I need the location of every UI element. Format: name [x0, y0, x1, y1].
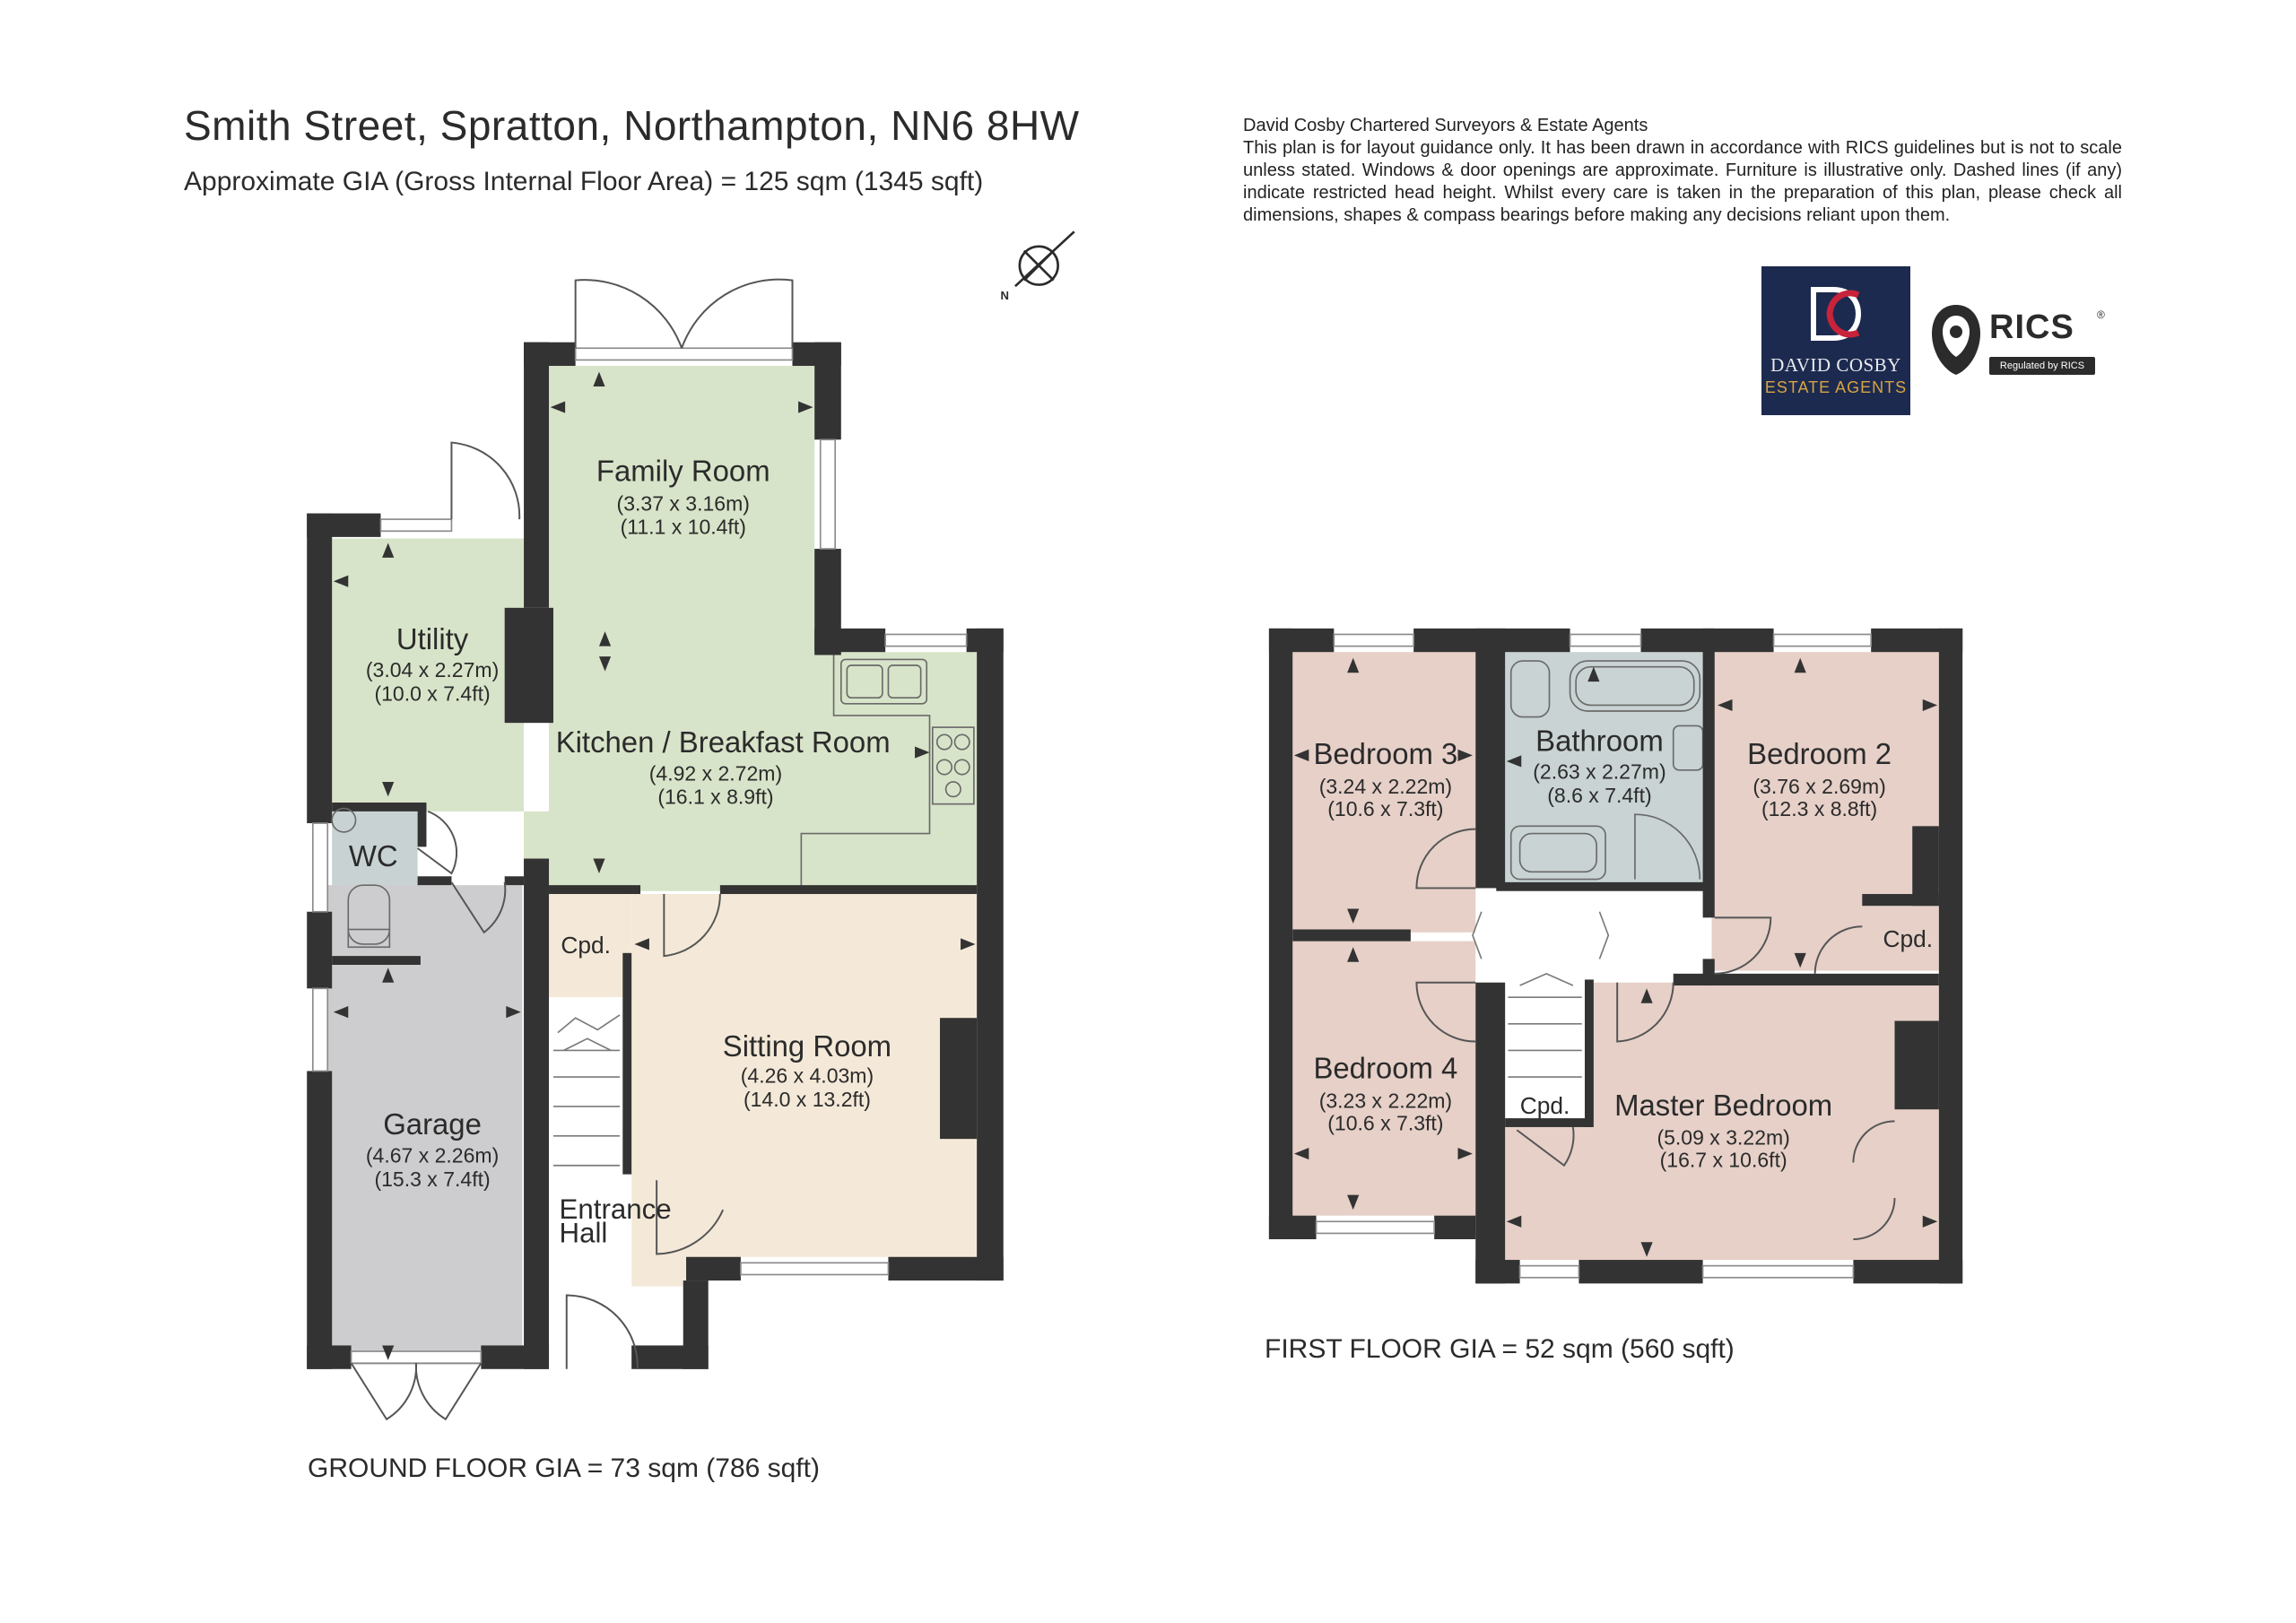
utility-name: Utility — [396, 622, 469, 655]
cupboard-area — [549, 894, 632, 998]
rics-regulated-badge: Regulated by RICS — [1989, 357, 2095, 375]
total-gia: Approximate GIA (Gross Internal Floor Ar… — [184, 167, 984, 196]
first-floor-plan: Bedroom 3 (3.24 x 2.22m) (10.6 x 7.3ft) … — [1268, 628, 1963, 1284]
first-floor-windows — [1315, 633, 1872, 1279]
sitting-room-metric: (4.26 x 4.03m) — [741, 1064, 874, 1088]
landing-cupboard: Cpd. — [1520, 1092, 1570, 1119]
entrance-hall-area — [549, 997, 632, 1367]
bathroom-name: Bathroom — [1535, 724, 1664, 757]
master-bedroom-metric: (5.09 x 3.22m) — [1657, 1126, 1789, 1150]
compass-label: N — [1000, 289, 1009, 302]
entrance-hall-name-line1: Entrance — [560, 1193, 672, 1225]
bedroom-2-name: Bedroom 2 — [1747, 737, 1892, 770]
bedroom-3-area — [1292, 652, 1476, 933]
bedroom-3-metric: (3.24 x 2.22m) — [1319, 775, 1452, 798]
first-floor-room-labels: Bedroom 3 (3.24 x 2.22m) (10.6 x 7.3ft) … — [1313, 724, 1933, 1171]
kitchen-worktop-fittings — [800, 652, 975, 891]
bedroom-4-imperial: (10.6 x 7.3ft) — [1327, 1111, 1443, 1134]
utility-room-area — [332, 538, 525, 812]
kitchen-name: Kitchen / Breakfast Room — [556, 725, 891, 759]
sitting-room-area — [631, 894, 978, 1287]
family-room-imperial: (11.1 x 10.4ft) — [621, 516, 746, 539]
garage-name: Garage — [383, 1107, 482, 1141]
agent-logo-line1: DAVID COSBY — [1770, 354, 1901, 376]
ground-floor-walls — [307, 342, 1004, 1369]
bedroom-2-cupboard: Cpd. — [1883, 925, 1934, 952]
sitting-room-imperial: (14.0 x 13.2ft) — [744, 1088, 871, 1111]
master-bedroom-imperial: (16.7 x 10.6ft) — [1660, 1148, 1787, 1171]
agent-logo-line2: ESTATE AGENTS — [1764, 378, 1908, 396]
kitchen-imperial: (16.1 x 8.9ft) — [657, 785, 773, 809]
disclaimer-text: This plan is for layout guidance only. I… — [1243, 138, 2122, 225]
utility-imperial: (10.0 x 7.4ft) — [374, 681, 490, 705]
david-cosby-mark-icon — [1811, 287, 1862, 341]
cupboard-name: Cpd. — [561, 932, 611, 959]
disclaimer: David Cosby Chartered Surveyors & Estate… — [1243, 115, 2122, 227]
ground-floor-room-labels: Family Room (3.37 x 3.16m) (11.1 x 10.4f… — [349, 454, 891, 1190]
bedroom-4-name: Bedroom 4 — [1313, 1052, 1457, 1085]
ground-floor-windows — [311, 347, 968, 1365]
kitchen-metric: (4.92 x 2.72m) — [649, 761, 782, 785]
ground-floor-dimension-arrows — [333, 371, 976, 1360]
bedroom-2-imperial: (12.3 x 8.8ft) — [1761, 797, 1877, 820]
rics-wordmark: RICS — [1989, 308, 2074, 346]
bathroom-metric: (2.63 x 2.27m) — [1533, 760, 1665, 784]
ground-floor-plan: Family Room (3.37 x 3.16m) (11.1 x 10.4f… — [307, 278, 1004, 1421]
utility-metric: (3.04 x 2.27m) — [366, 658, 499, 681]
first-floor-stairs — [1472, 911, 1610, 1078]
rics-lion-icon — [1932, 305, 1980, 375]
bedroom-3-name: Bedroom 3 — [1313, 737, 1457, 770]
rics-logo: RICS ® Regulated by RICS — [1928, 301, 2108, 382]
sitting-room-name: Sitting Room — [723, 1029, 891, 1063]
bedroom-4-metric: (3.23 x 2.22m) — [1319, 1089, 1452, 1113]
first-floor-dimension-arrows — [1293, 657, 1938, 1257]
floor-plans-group: N — [307, 230, 1963, 1421]
bathroom-imperial: (8.6 x 7.4ft) — [1547, 784, 1651, 807]
wc-name: WC — [349, 839, 398, 872]
bedroom-2-metric: (3.76 x 2.69m) — [1752, 775, 1885, 798]
master-bedroom-area — [1505, 982, 1939, 1261]
page-title: Smith Street, Spratton, Northampton, NN6… — [184, 102, 1080, 149]
first-floor-walls — [1268, 628, 1963, 1284]
family-room-name: Family Room — [596, 454, 770, 487]
wc-fixtures — [331, 807, 391, 949]
family-kitchen-area — [524, 366, 978, 891]
rics-registered-mark: ® — [2097, 308, 2105, 321]
entrance-hall-name-line2: Hall — [560, 1217, 608, 1248]
disclaimer-company: David Cosby Chartered Surveyors & Estate… — [1243, 116, 1648, 135]
compass-rose-icon — [1014, 230, 1075, 288]
bedroom-3-imperial: (10.6 x 7.3ft) — [1327, 797, 1443, 820]
bathroom-fixtures — [1509, 660, 1704, 881]
david-cosby-logo: DAVID COSBY ESTATE AGENTS — [1761, 266, 1910, 415]
ground-floor-doors — [350, 278, 794, 1421]
family-room-metric: (3.37 x 3.16m) — [617, 491, 750, 515]
garage-metric: (4.67 x 2.26m) — [366, 1143, 499, 1167]
first-floor-doors — [1415, 828, 1896, 1240]
bedroom-4-area — [1292, 941, 1476, 1216]
first-floor-gia: FIRST FLOOR GIA = 52 sqm (560 sqft) — [1265, 1334, 1735, 1364]
master-bedroom-name: Master Bedroom — [1614, 1089, 1832, 1122]
garage-imperial: (15.3 x 7.4ft) — [374, 1167, 490, 1191]
ground-floor-gia: GROUND FLOOR GIA = 73 sqm (786 sqft) — [308, 1454, 820, 1483]
garage-area — [327, 885, 523, 1365]
ground-floor-stairs — [552, 1014, 621, 1167]
